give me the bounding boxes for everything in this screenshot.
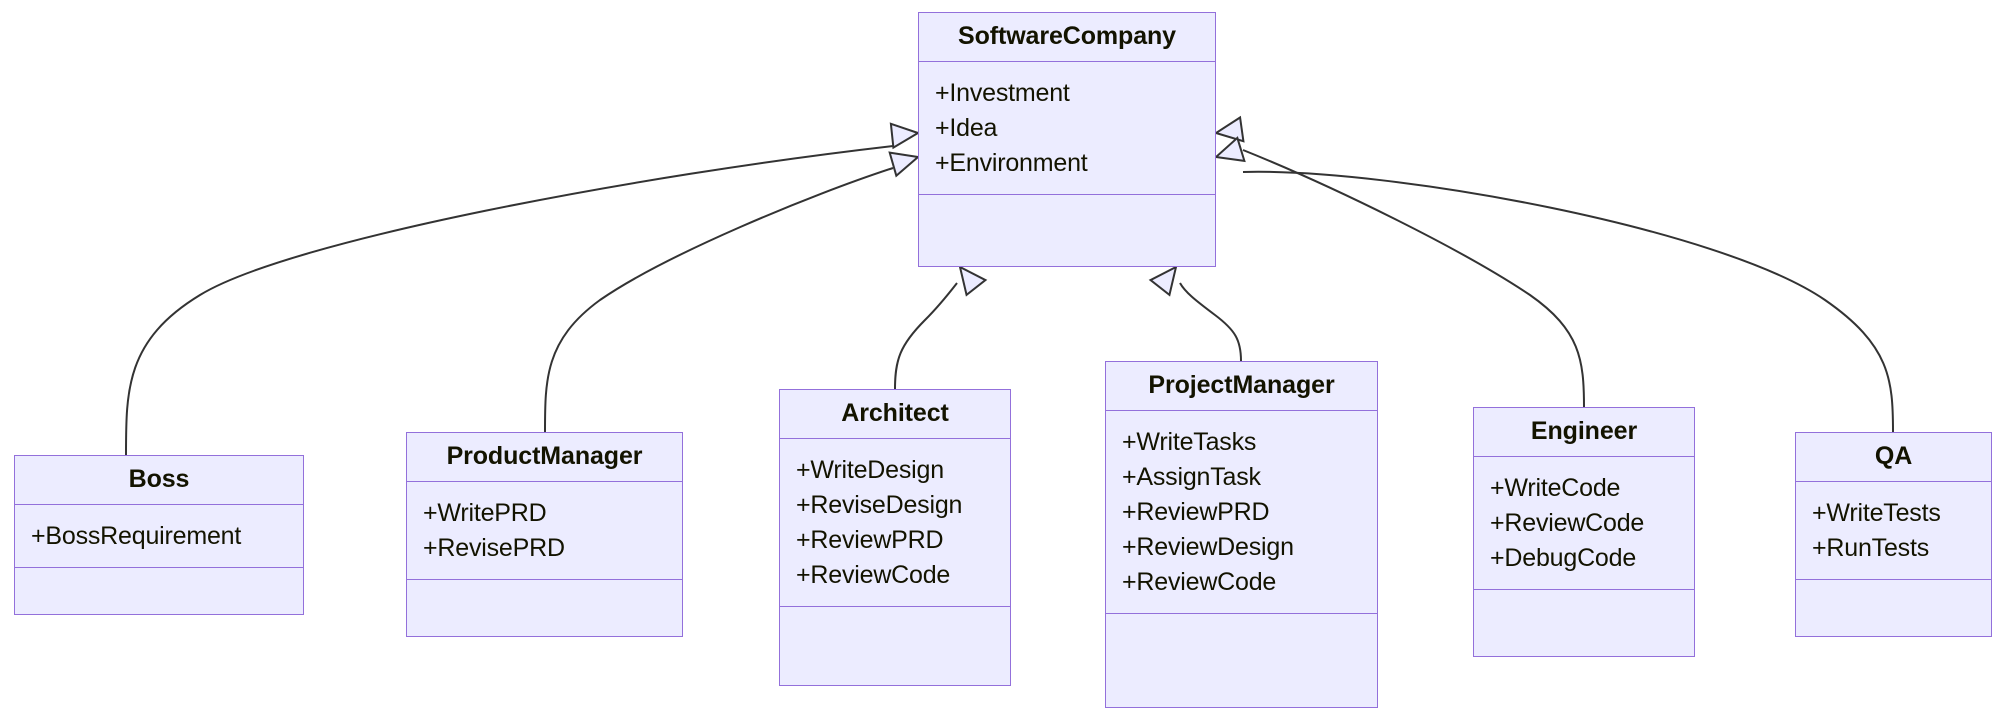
class-attributes-projectmanager: +WriteTasks +AssignTask +ReviewPRD +ReviewD… [1106,411,1377,614]
class-methods-engineer [1474,590,1694,656]
inheritance-arrowhead-engineer [1213,115,1245,143]
class-methods-projectmanager [1106,614,1377,707]
class-title-softwarecompany: SoftwareCompany [919,13,1215,62]
class-attribute-row: +ReviewCode [1490,509,1645,537]
class-attributes-boss: +BossRequirement [15,505,303,568]
class-methods-qa [1796,580,1991,636]
class-attributes-qa: +WriteTests +RunTests [1796,482,1991,580]
class-attribute-row: +Investment [935,79,1070,107]
class-attribute-row: +WriteTasks [1122,428,1257,456]
class-node-boss[interactable]: Boss +BossRequirement [14,455,304,615]
class-attribute-row: +RunTests [1812,534,1930,562]
class-title-productmanager: ProductManager [407,433,682,482]
class-attribute-row: +ReviewDesign [1122,533,1294,561]
class-methods-softwarecompany [919,195,1215,266]
class-attributes-softwarecompany: +Investment +Idea +Environment [919,62,1215,195]
class-attribute-row: +WriteCode [1490,474,1621,502]
class-attribute-row: +Idea [935,114,998,142]
inheritance-edge-boss [125,145,894,456]
inheritance-arrowhead-boss [889,122,921,150]
class-node-projectmanager[interactable]: ProjectManager +WriteTasks +AssignTask +Re… [1105,361,1378,708]
class-methods-productmanager [407,580,682,636]
class-methods-architect [780,607,1010,685]
class-attribute-row: +WriteDesign [796,456,944,484]
class-attribute-row: +ReviewCode [1122,568,1277,596]
class-attribute-row: +BossRequirement [31,522,242,550]
class-attribute-row: +ReviewPRD [1122,498,1270,526]
class-node-engineer[interactable]: Engineer +WriteCode +ReviewCode +DebugCode [1473,407,1695,657]
class-title-qa: QA [1796,433,1991,482]
class-attributes-productmanager: +WritePRD +RevisePRD [407,482,682,580]
class-node-architect[interactable]: Architect +WriteDesign +ReviseDesign +Revi… [779,389,1011,686]
class-attribute-row: +ReviewPRD [796,526,944,554]
class-title-architect: Architect [780,390,1010,439]
class-attribute-row: +ReviewCode [796,561,951,589]
class-attribute-row: +RevisePRD [423,534,565,562]
inheritance-arrowhead-qa [1213,136,1246,163]
class-attributes-architect: +WriteDesign +ReviseDesign +ReviewPRD +Revi… [780,439,1010,607]
inheritance-arrowhead-productmanager [888,151,921,178]
class-title-projectmanager: ProjectManager [1106,362,1377,411]
inheritance-edge-architect [894,282,958,390]
class-attribute-row: +WriteTests [1812,499,1941,527]
inheritance-edge-projectmanager [1179,282,1242,362]
class-title-engineer: Engineer [1474,408,1694,457]
class-node-productmanager[interactable]: ProductManager +WritePRD +RevisePRD [406,432,683,637]
class-attributes-engineer: +WriteCode +ReviewCode +DebugCode [1474,457,1694,590]
class-attribute-row: +WritePRD [423,499,547,527]
class-attribute-row: +AssignTask [1122,463,1261,491]
class-attribute-row: +Environment [935,149,1088,177]
class-methods-boss [15,568,303,614]
class-title-boss: Boss [15,456,303,505]
class-node-softwarecompany[interactable]: SoftwareCompany +Investment +Idea +Environ… [918,12,1216,267]
class-attribute-row: +DebugCode [1490,544,1637,572]
class-node-qa[interactable]: QA +WriteTests +RunTests [1795,432,1992,637]
class-attribute-row: +ReviseDesign [796,491,963,519]
